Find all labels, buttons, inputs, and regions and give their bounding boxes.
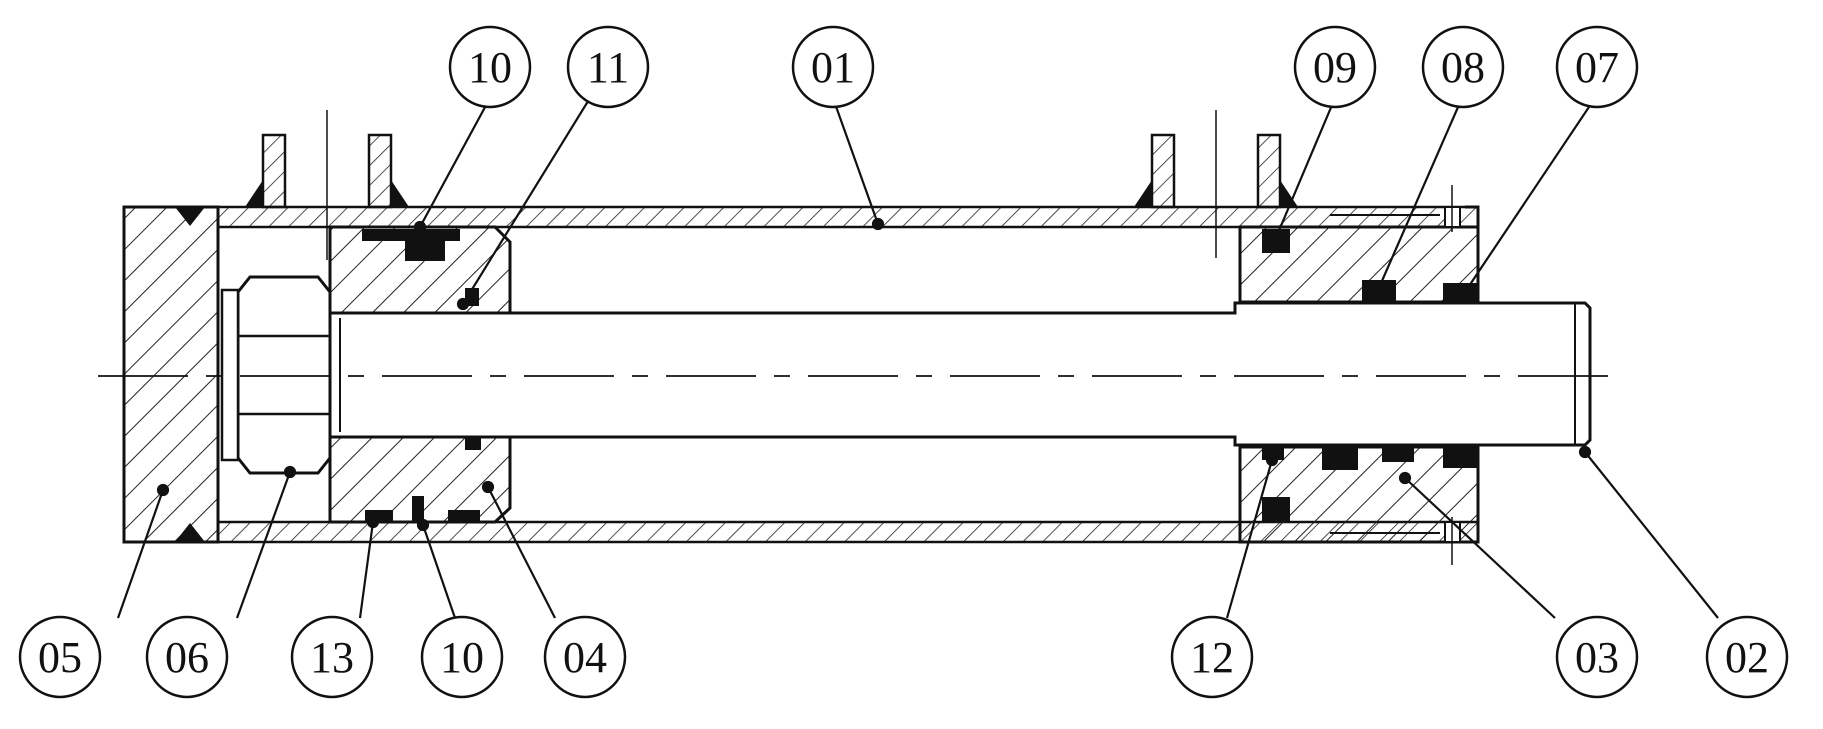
balloon-03-bottom: 03: [1555, 615, 1639, 699]
balloon-label: 06: [165, 633, 209, 682]
leader-lines: [116, 97, 1719, 619]
balloon-label: 12: [1190, 633, 1234, 682]
port-left: [245, 110, 409, 260]
balloon-10-top: 10: [448, 25, 532, 109]
balloon-11-top: 11: [566, 25, 650, 109]
balloon-label: 10: [440, 633, 484, 682]
balloon-08-top: 08: [1421, 25, 1505, 109]
balloon-label: 11: [587, 43, 629, 92]
balloon-label: 01: [811, 43, 855, 92]
piston-nut: [220, 275, 332, 475]
balloon-12-bottom: 12: [1170, 615, 1254, 699]
balloon-07-top: 07: [1555, 25, 1639, 109]
balloon-label: 07: [1575, 43, 1619, 92]
balloon-02-bottom: 02: [1705, 615, 1789, 699]
end-cap: [122, 205, 220, 544]
balloon-05-bottom: 05: [18, 615, 102, 699]
balloon-09-top: 09: [1293, 25, 1377, 109]
balloon-01-top: 01: [791, 25, 875, 109]
piston-rod: [328, 301, 1592, 447]
balloon-label: 04: [563, 633, 607, 682]
balloon-label: 08: [1441, 43, 1485, 92]
balloon-label: 13: [310, 633, 354, 682]
balloon-label: 05: [38, 633, 82, 682]
balloons: 10 11 01 09 08 07 05 06: [18, 25, 1789, 699]
balloon-06-bottom: 06: [145, 615, 229, 699]
balloon-label: 02: [1725, 633, 1769, 682]
balloon-label: 03: [1575, 633, 1619, 682]
balloon-label: 10: [468, 43, 512, 92]
balloon-13-bottom: 13: [290, 615, 374, 699]
balloon-label: 09: [1313, 43, 1357, 92]
piston: [328, 225, 512, 524]
balloon-04-bottom: 04: [543, 615, 627, 699]
balloon-10-bottom: 10: [420, 615, 504, 699]
port-right: [1134, 110, 1298, 258]
